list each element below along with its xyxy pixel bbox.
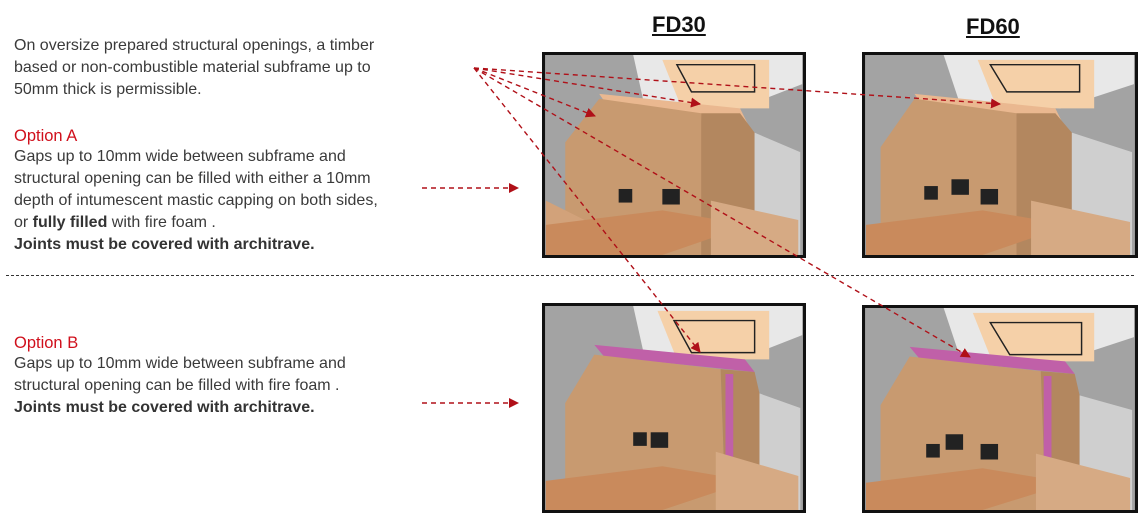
option-a-note: Joints must be covered with architrave. (14, 236, 315, 253)
option-a-text: with fire foam . (107, 214, 216, 231)
option-b-line: structural opening can be filled with fi… (14, 377, 340, 394)
option-a-block: Option A Gaps up to 10mm wide between su… (14, 126, 378, 256)
option-a-title: Option A (14, 127, 78, 145)
option-a-line: Gaps up to 10mm wide between subframe an… (14, 148, 346, 165)
option-b-line: Gaps up to 10mm wide between subframe an… (14, 355, 346, 372)
option-a-line: depth of intumescent mastic capping on b… (14, 192, 378, 209)
door-frame-illustration (545, 55, 803, 255)
panel-fd30-option-a (542, 52, 806, 258)
door-frame-illustration (866, 55, 1134, 255)
panel-fd60-option-a (862, 52, 1138, 258)
panel-fd60-option-b (862, 305, 1138, 513)
option-a-text: or (14, 214, 33, 231)
door-frame-illustration (545, 306, 803, 510)
header-fd60: FD60 (966, 14, 1020, 39)
option-a-line: structural opening can be filled with ei… (14, 170, 371, 187)
panel-fd30-option-b (542, 303, 806, 513)
option-b-title: Option B (14, 334, 79, 352)
intro-line: based or non-combustible material subfra… (14, 59, 371, 76)
intro-line: On oversize prepared structural openings… (14, 37, 375, 54)
option-a-line: or fully filled with fire foam . (14, 212, 378, 234)
option-b-block: Option B Gaps up to 10mm wide between su… (14, 333, 346, 419)
header-fd30: FD30 (652, 12, 706, 37)
door-frame-illustration (865, 308, 1135, 510)
section-divider (6, 275, 1134, 276)
intro-line: 50mm thick is permissible. (14, 81, 202, 98)
option-a-bold: fully filled (32, 214, 108, 231)
option-b-note: Joints must be covered with architrave. (14, 399, 315, 416)
intro-text: On oversize prepared structural openings… (14, 35, 374, 101)
